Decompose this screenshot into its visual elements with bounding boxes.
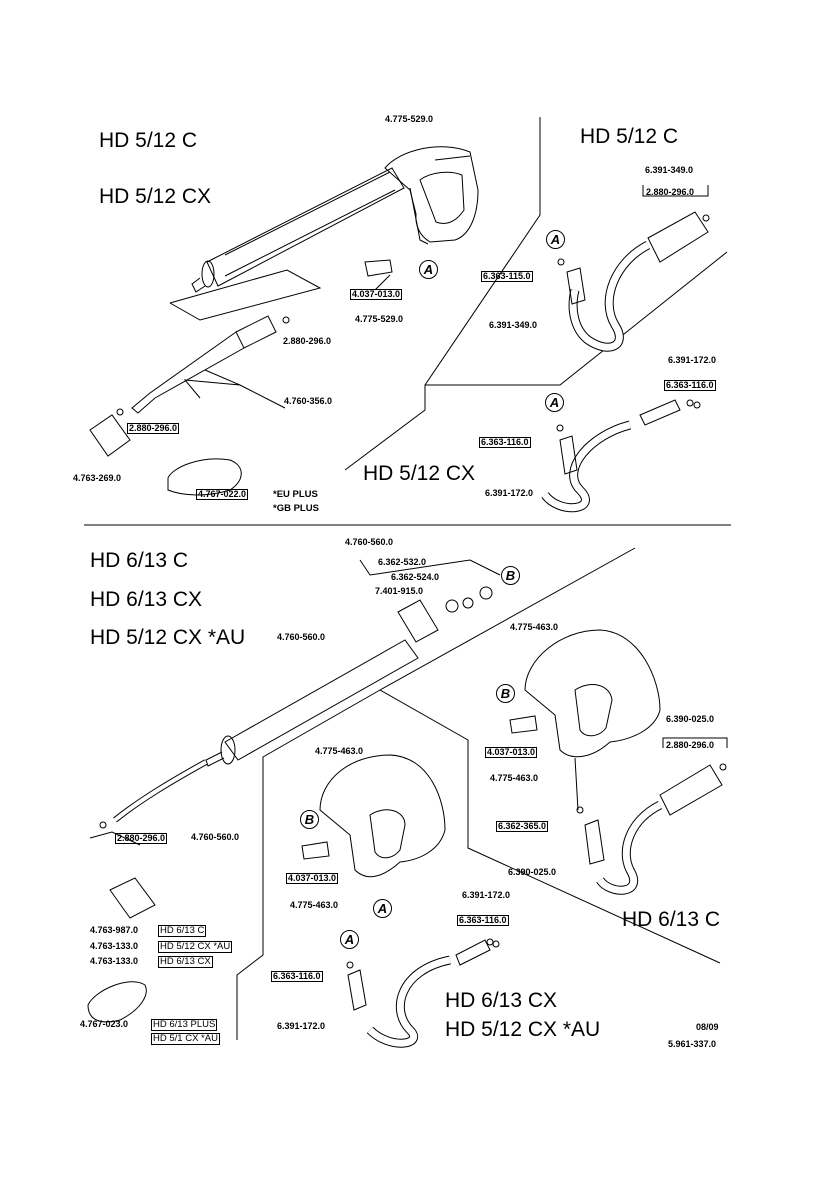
model-label: HD 5/12 CX *AU	[90, 626, 246, 649]
part-number: 2.880-296.0	[283, 336, 332, 346]
part-number: 4.037-013.0	[485, 747, 538, 758]
callout-a: A	[545, 393, 564, 412]
model-label: HD 5/12 C	[99, 129, 198, 152]
part-number: 2.880-296.0	[127, 423, 180, 434]
part-number: 6.391-172.0	[462, 890, 511, 900]
part-number: 6.362-532.0	[378, 557, 427, 567]
part-number: 2.880-296.0	[646, 187, 695, 197]
model-label: HD 5/12 CX	[363, 462, 476, 485]
model-label: HD 6/13 CX	[90, 588, 203, 611]
panel-boundary	[425, 251, 728, 386]
part-number: 6.390-025.0	[666, 714, 715, 724]
part-number: 4.775-463.0	[290, 900, 339, 910]
part-number: 4.763-987.0	[90, 925, 139, 935]
callout-b: B	[496, 684, 515, 703]
bracket	[642, 185, 709, 197]
part-number: 4.775-463.0	[315, 746, 364, 756]
model-label: HD 6/13 C	[622, 908, 721, 931]
part-number: 2.880-296.0	[115, 833, 168, 844]
part-number: 6.363-115.0	[481, 271, 533, 282]
callout-a: A	[546, 230, 565, 249]
model-label: HD 5/12 CX *AU	[445, 1018, 601, 1041]
part-number: 4.760-560.0	[345, 537, 394, 547]
lance-560-drawing	[113, 599, 439, 823]
part-number: 6.363-116.0	[457, 915, 509, 926]
part-number: 4.037-013.0	[350, 289, 403, 300]
hose-349-drawing	[557, 211, 710, 352]
part-number: 4.763-133.0	[90, 956, 139, 966]
part-number: 4.760-560.0	[191, 832, 240, 842]
part-number: 2.880-296.0	[666, 740, 715, 750]
part-number: 4.760-356.0	[284, 396, 333, 406]
trigger-gun-463-right-drawing	[524, 629, 661, 758]
leader	[359, 559, 501, 576]
variant-note: *GB PLUS	[273, 503, 319, 514]
part-number: 6.362-365.0	[496, 821, 549, 832]
callout-a: A	[373, 899, 392, 918]
trigger-gun-463-mid-drawing	[319, 754, 446, 878]
trigger-gun-drawing	[384, 146, 479, 245]
part-number: 4.767-022.0	[196, 489, 249, 500]
nozzle-drawing	[89, 414, 131, 457]
part-number: 6.362-524.0	[391, 572, 440, 582]
panel-boundary	[379, 689, 721, 964]
variant-note: HD 6/13 PLUS	[151, 1019, 218, 1031]
variant-note: HD 5/1 CX *AU	[151, 1033, 220, 1045]
part-number: 4.775-529.0	[385, 114, 434, 124]
callout-a: A	[419, 260, 438, 279]
leader	[183, 369, 241, 399]
nozzle-tube-drawing	[131, 315, 290, 414]
model-label: HD 5/12 C	[580, 125, 679, 148]
variant-note: HD 6/13 C	[158, 925, 207, 937]
clip-drawing	[364, 259, 393, 277]
callout-b: B	[501, 566, 520, 585]
nozzle-bottom-drawing	[109, 877, 156, 919]
part-number: 7.401-915.0	[375, 586, 424, 596]
panel-boundary	[236, 547, 636, 1040]
bracket	[662, 737, 728, 748]
callout-b: B	[300, 810, 319, 829]
part-number: 6.363-116.0	[664, 380, 716, 391]
part-number: 4.775-463.0	[510, 622, 559, 632]
hose-025-drawing	[576, 763, 727, 895]
part-number: 6.391-172.0	[668, 355, 717, 365]
part-number: 4.775-529.0	[355, 314, 404, 324]
rotor-nozzle-drawing	[167, 458, 242, 496]
part-number: 6.391-172.0	[277, 1021, 326, 1031]
model-label: HD 5/12 CX	[99, 185, 212, 208]
part-number: 4.760-560.0	[277, 632, 326, 642]
model-label: HD 6/13 C	[90, 549, 189, 572]
variant-note: *EU PLUS	[273, 489, 318, 500]
hose-172-bottom-drawing	[346, 938, 500, 1048]
footer-doc-number: 5.961-337.0	[668, 1039, 717, 1049]
model-label: HD 6/13 CX	[445, 989, 558, 1012]
part-number: 4.767-023.0	[80, 1019, 129, 1029]
part-number: 4.763-269.0	[73, 473, 122, 483]
part-number: 6.363-116.0	[271, 971, 323, 982]
part-number: 4.037-013.0	[286, 873, 339, 884]
part-number: 6.391-349.0	[645, 165, 694, 175]
part-number: 6.390-025.0	[508, 867, 557, 877]
hose-172-drawing	[541, 399, 701, 513]
part-number: 4.775-463.0	[490, 773, 539, 783]
callout-a: A	[340, 930, 359, 949]
part-number: 4.763-133.0	[90, 941, 139, 951]
variant-note: HD 6/13 CX	[158, 956, 213, 968]
footer-date: 08/09	[696, 1022, 719, 1032]
lance-tube-drawing	[191, 167, 405, 293]
part-number: 6.363-116.0	[479, 437, 531, 448]
rotor-nozzle-bottom-drawing	[87, 981, 147, 1023]
variant-note: HD 5/12 CX *AU	[158, 941, 233, 953]
part-number: 6.391-172.0	[485, 488, 534, 498]
lance-leader	[169, 269, 322, 321]
part-number: 6.391-349.0	[489, 320, 538, 330]
